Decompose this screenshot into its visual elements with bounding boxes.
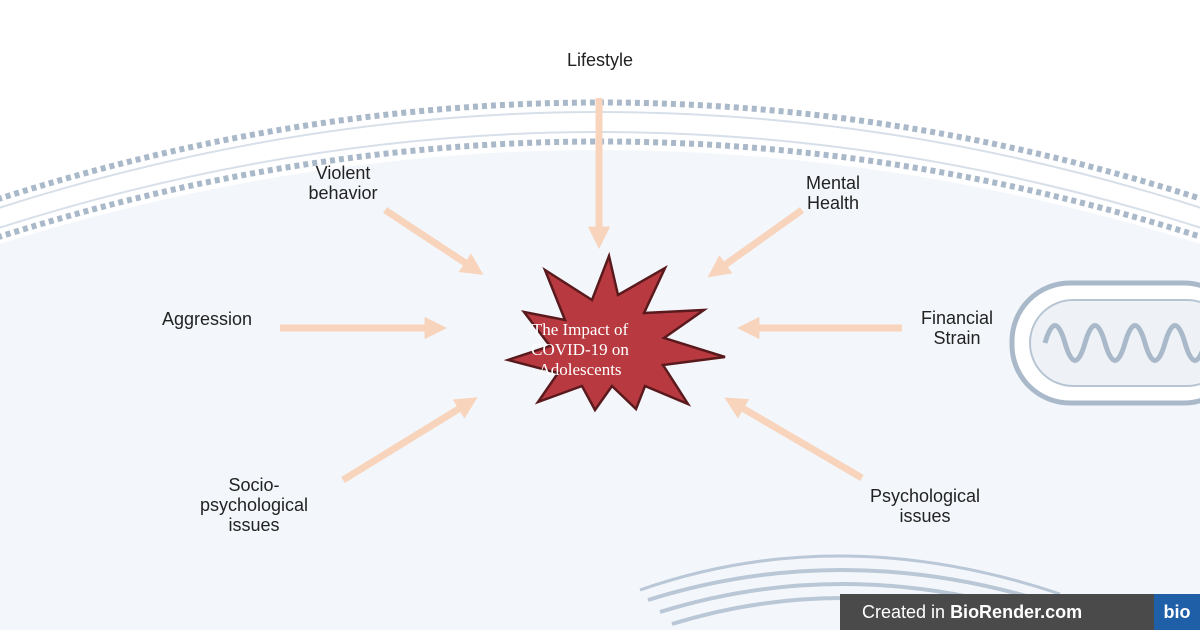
label-violent-behavior: Violent behavior <box>283 163 403 203</box>
label-psych-line-1: Psychological <box>869 486 981 506</box>
watermark-prefix: Created in <box>862 601 951 622</box>
label-mental-health: Mental Health <box>773 173 893 213</box>
label-socio-line-2: psychological <box>199 495 309 515</box>
label-lifestyle-text: Lifestyle <box>566 50 634 70</box>
mitochondrion-organelle <box>1009 280 1200 406</box>
watermark-text: Created in BioRender.com <box>840 602 1162 623</box>
watermark-brand: BioRender.com <box>950 601 1083 622</box>
arrow-violent-behavior <box>383 207 484 275</box>
arrows <box>280 98 902 483</box>
center-title-line-3: Adolescents <box>538 360 622 379</box>
label-violent-line-2: behavior <box>308 183 378 203</box>
label-financial-line-2: Strain <box>933 328 981 348</box>
arrow-psychological <box>724 397 864 482</box>
center-title-line-1: The Impact of <box>531 320 629 339</box>
label-financial-strain: Financial Strain <box>897 308 1017 348</box>
label-aggression: Aggression <box>137 309 277 329</box>
center-title: The Impact of COVID-19 on Adolescents <box>500 320 660 380</box>
label-mental-line-2: Health <box>806 193 860 213</box>
label-socio-line-1: Socio- <box>228 475 280 495</box>
label-psych-line-2: issues <box>899 506 951 526</box>
biorender-logo-icon: bio <box>1154 594 1200 630</box>
center-title-line-2: COVID-19 on <box>531 340 629 359</box>
arrow-mental-health <box>707 207 805 278</box>
label-violent-line-1: Violent <box>315 163 371 183</box>
label-socio-line-3: issues <box>228 515 280 535</box>
central-starburst <box>503 251 726 413</box>
label-psychological-issues: Psychological issues <box>855 486 995 526</box>
label-socio-psychological: Socio- psychological issues <box>179 475 329 535</box>
biorender-watermark[interactable]: Created in BioRender.com bio <box>840 594 1200 630</box>
label-financial-line-1: Financial <box>920 308 994 328</box>
arrow-socio-psychological <box>341 397 478 483</box>
label-lifestyle: Lifestyle <box>540 50 660 70</box>
label-aggression-text: Aggression <box>161 309 253 329</box>
label-mental-line-1: Mental <box>805 173 861 193</box>
